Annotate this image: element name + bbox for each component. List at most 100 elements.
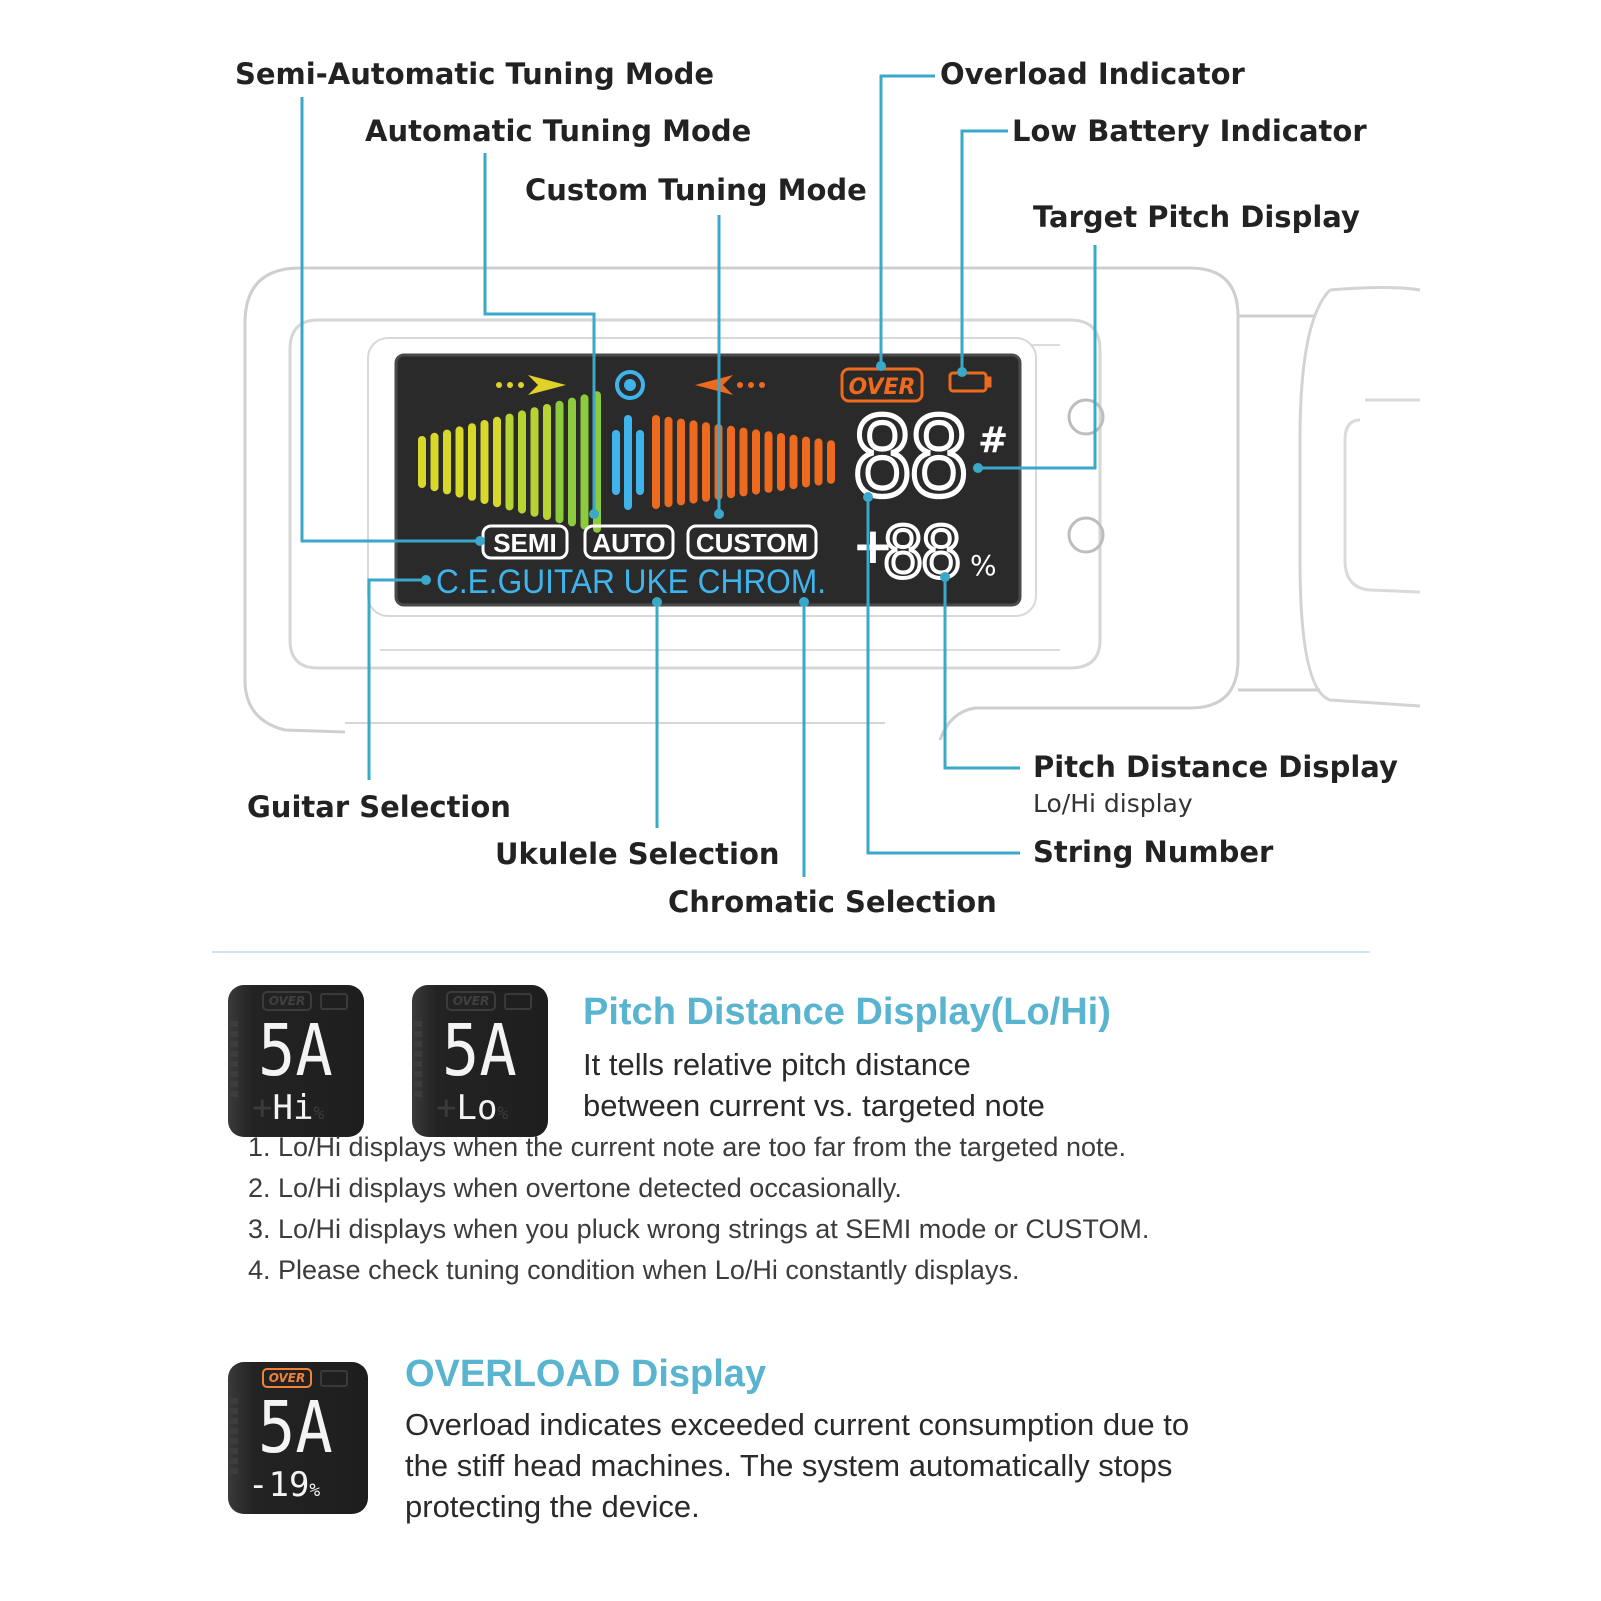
- overload-active: OVER: [262, 1368, 312, 1388]
- label-ukulele-selection: Ukulele Selection: [495, 837, 780, 871]
- lo-hi-notes-list: 1. Lo/Hi displays when the current note …: [248, 1127, 1149, 1291]
- example-percent: %: [313, 1103, 325, 1124]
- meter-ghost-bars: [230, 1398, 238, 1478]
- meter-bar-sharp: [677, 418, 685, 506]
- flat-arrow-icon: [496, 375, 566, 395]
- pitch-distance-description-1: It tells relative pitch distance: [583, 1047, 971, 1082]
- overload-ghost: OVER: [446, 991, 496, 1011]
- overload-example-note: 5A: [258, 1385, 333, 1470]
- lcd-example-overload: OVER 5A -19%: [228, 1362, 368, 1514]
- meter-bar-sharp: [789, 434, 798, 490]
- leader-overload: [879, 74, 935, 366]
- mode-custom-label: CUSTOM: [696, 528, 808, 558]
- label-overload-indicator: Overload Indicator: [940, 57, 1245, 91]
- example-reading: +Lo%: [436, 1091, 508, 1125]
- meter-bar-sharp: [827, 440, 835, 484]
- distance-sign: +: [852, 517, 894, 575]
- meter-bar-sharp: [814, 438, 823, 486]
- pitch-distance-title: Pitch Distance Display(Lo/Hi): [583, 991, 1111, 1033]
- lcd-example-hi: OVER 5A +Hi%: [228, 985, 364, 1137]
- overload-ghost: OVER: [262, 991, 312, 1011]
- meter-bar-flat: [468, 423, 476, 501]
- percent-symbol: %: [970, 549, 997, 582]
- note-item: 1. Lo/Hi displays when the current note …: [248, 1132, 1127, 1162]
- tuning-meter: [418, 391, 835, 533]
- overload-description-1: Overload indicates exceeded current cons…: [405, 1407, 1190, 1442]
- device-button-lower: [1067, 516, 1105, 554]
- device-button-upper: [1067, 398, 1105, 436]
- in-tune-indicator-icon: [615, 370, 645, 400]
- overload-example-value: -19: [248, 1465, 310, 1505]
- meter-bar-flat: [568, 397, 576, 527]
- leader-string-number: [866, 497, 1020, 855]
- label-automatic-tuning-mode: Automatic Tuning Mode: [365, 114, 752, 148]
- overload-title: OVERLOAD Display: [405, 1353, 767, 1395]
- note-item: 3. Lo/Hi displays when you pluck wrong s…: [248, 1214, 1150, 1244]
- meter-bar-sharp: [652, 415, 660, 509]
- meter-bar-flat: [443, 429, 451, 495]
- battery-ghost-icon: [504, 993, 532, 1010]
- pitch-distance-description-2: between current vs. targeted note: [583, 1088, 1045, 1123]
- leader-auto: [483, 153, 596, 514]
- meter-bar-sharp: [802, 436, 810, 488]
- lcd-example-lo: OVER 5A +Lo%: [412, 985, 548, 1137]
- leader-semi: [300, 97, 480, 543]
- label-custom-tuning-mode: Custom Tuning Mode: [525, 173, 867, 207]
- leader-guitar: [367, 578, 426, 780]
- meter-bar-flat: [518, 410, 526, 514]
- example-percent: %: [497, 1103, 509, 1124]
- battery-ghost-icon: [320, 1370, 348, 1387]
- example-sign: +: [252, 1088, 273, 1128]
- meter-bar-flat: [555, 400, 564, 524]
- leader-battery: [960, 129, 1008, 372]
- overload-description-2: the stiff head machines. The system auto…: [405, 1448, 1173, 1483]
- label-low-battery-indicator: Low Battery Indicator: [1012, 114, 1367, 148]
- meter-bar-sharp: [664, 416, 673, 508]
- note-item: 4. Please check tuning condition when Lo…: [248, 1255, 1020, 1285]
- meter-bar-flat: [480, 420, 489, 504]
- label-semi-automatic-tuning-mode: Semi-Automatic Tuning Mode: [235, 57, 715, 91]
- meter-bar-center-side: [636, 430, 644, 495]
- tuner-body-outline: [243, 266, 1421, 741]
- note-item: 2. Lo/Hi displays when overtone detected…: [248, 1173, 902, 1203]
- battery-icon: [948, 371, 992, 393]
- meter-bar-flat: [430, 432, 439, 492]
- example-note: 5A: [442, 1008, 517, 1093]
- mode-custom: CUSTOM: [686, 524, 818, 560]
- sharp-arrow-icon: [695, 375, 765, 395]
- meter-bar-sharp: [727, 425, 735, 499]
- leader-pitch-distance: [943, 577, 1020, 770]
- overload-example-unit: %: [309, 1480, 321, 1501]
- callout-leader-lines: [300, 74, 1097, 877]
- sharp-symbol: #: [978, 420, 1008, 461]
- meter-bar-sharp: [777, 433, 785, 491]
- mode-semi-label: SEMI: [493, 528, 557, 558]
- meter-bar-flat: [530, 407, 539, 517]
- label-pitch-distance-sub: Lo/Hi display: [1033, 789, 1193, 818]
- meter-bar-flat: [505, 413, 514, 511]
- label-string-number: String Number: [1033, 835, 1274, 869]
- meter-bar-sharp: [702, 422, 710, 502]
- example-reading-text: Hi: [272, 1088, 314, 1128]
- meter-bar-flat: [493, 416, 501, 508]
- meter-bar-center: [624, 415, 632, 510]
- distance-digits: 88: [882, 512, 958, 594]
- label-guitar-selection: Guitar Selection: [247, 790, 511, 824]
- mode-auto-label: AUTO: [592, 528, 665, 558]
- meter-bar-sharp: [752, 429, 760, 495]
- instrument-selection-line: C.E.GUITAR UKE CHROM.: [436, 563, 826, 601]
- section-divider: [212, 951, 1370, 953]
- meter-bar-sharp: [689, 420, 698, 504]
- meter-ghost-bars: [414, 1021, 422, 1101]
- example-note: 5A: [258, 1008, 333, 1093]
- battery-ghost-icon: [320, 993, 348, 1010]
- meter-bar-flat: [543, 404, 551, 520]
- label-pitch-distance-display: Pitch Distance Display: [1033, 750, 1398, 784]
- overload-description-3: protecting the device.: [405, 1489, 700, 1524]
- meter-bar-flat: [580, 394, 589, 530]
- overload-example-reading: -19%: [248, 1468, 320, 1502]
- example-reading: +Hi%: [252, 1091, 324, 1125]
- meter-ghost-bars: [230, 1021, 238, 1101]
- meter-bar-sharp: [739, 427, 748, 497]
